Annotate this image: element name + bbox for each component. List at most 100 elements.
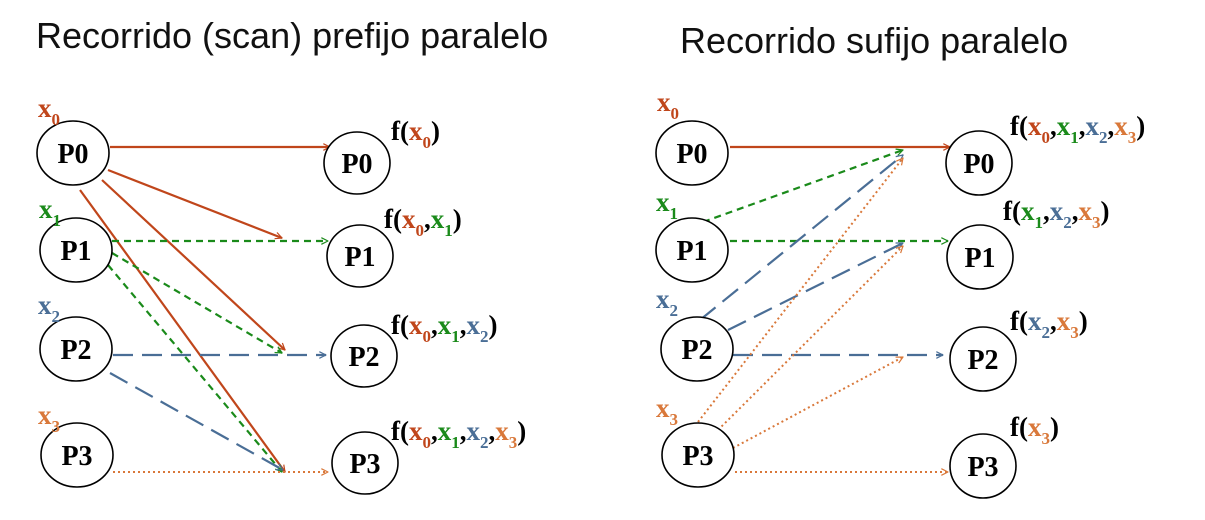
result-var: x (1028, 306, 1042, 336)
node-circle (660, 316, 734, 382)
var-index: 3 (670, 410, 679, 429)
var-name: x (39, 194, 53, 224)
node-label: P1 (964, 243, 995, 274)
result-index: 0 (415, 221, 424, 240)
result-var: x (495, 416, 509, 446)
result-index: 3 (1070, 323, 1079, 342)
node-label: P1 (344, 242, 375, 273)
left-result-p3: f(x0,x1,x2,x3) (391, 416, 526, 452)
result-index: 1 (1070, 128, 1079, 147)
fn-close: ) (1079, 306, 1088, 336)
result-var: x (1114, 111, 1128, 141)
comma: , (460, 416, 467, 446)
left-result-p0: f(x0) (391, 116, 440, 152)
right-input-var-p1: x1 (656, 187, 678, 223)
node-label: P0 (57, 139, 88, 170)
node-circle (323, 131, 391, 195)
right-edge-p3-to-p1 (717, 246, 903, 431)
result-index: 0 (422, 433, 431, 452)
result-index: 0 (422, 133, 431, 152)
left-source-node-p1: P1 (39, 217, 113, 283)
left-source-node-p2: P2 (39, 316, 113, 382)
right-result-p0: f(x0,x1,x2,x3) (1010, 111, 1145, 147)
left-edge-p0-to-p2 (101, 179, 285, 350)
node-label: P0 (676, 139, 707, 170)
var-index: 0 (52, 110, 61, 129)
result-index: 0 (422, 327, 431, 346)
left-edge-p2-to-p3 (109, 372, 283, 471)
right-result-p2: f(x2,x3) (1010, 306, 1088, 342)
right-edge-p2-to-p0 (699, 154, 903, 321)
result-index: 2 (1099, 128, 1108, 147)
result-var: x (1078, 196, 1092, 226)
var-name: x (656, 393, 670, 423)
result-var: x (466, 310, 480, 340)
right-input-var-p2: x2 (656, 284, 678, 320)
left-target-node-p2: P2 (330, 324, 398, 388)
node-circle (949, 433, 1017, 499)
fn-open: f( (1003, 196, 1021, 226)
result-var: x (1050, 196, 1064, 226)
var-index: 1 (670, 204, 679, 223)
comma: , (488, 416, 495, 446)
left-source-node-p0: P0 (36, 120, 110, 186)
result-var: x (1021, 196, 1035, 226)
result-index: 3 (1041, 429, 1050, 448)
result-index: 2 (480, 433, 489, 452)
comma: , (1072, 196, 1079, 226)
left-edge-p0-to-p1 (107, 168, 282, 238)
right-target-node-p1: P1 (946, 224, 1014, 290)
left-result-p2: f(x0,x1,x2) (391, 310, 497, 346)
fn-close: ) (488, 310, 497, 340)
comma: , (460, 310, 467, 340)
result-var: x (1028, 111, 1042, 141)
comma: , (424, 204, 431, 234)
var-name: x (38, 93, 52, 123)
result-index: 1 (1034, 213, 1043, 232)
result-var: x (438, 310, 452, 340)
comma: , (1050, 111, 1057, 141)
right-target-node-p3: P3 (949, 433, 1017, 499)
fn-close: ) (431, 116, 440, 146)
node-label: P3 (349, 449, 380, 480)
right-edge-p3-to-p2 (732, 356, 903, 449)
right-result-p1: f(x1,x2,x3) (1003, 196, 1109, 232)
fn-open: f( (1010, 306, 1028, 336)
var-name: x (38, 290, 52, 320)
node-circle (945, 130, 1013, 196)
left-input-var-p3: x3 (38, 400, 60, 436)
result-var: x (409, 310, 423, 340)
comma: , (431, 310, 438, 340)
right-source-node-p0: P0 (655, 120, 729, 186)
var-name: x (38, 400, 52, 430)
var-name: x (656, 284, 670, 314)
comma: , (1043, 196, 1050, 226)
left-source-node-p3: P3 (40, 422, 114, 488)
result-var: x (466, 416, 480, 446)
fn-open: f( (1010, 111, 1028, 141)
fn-close: ) (453, 204, 462, 234)
left-input-var-p2: x2 (38, 290, 60, 326)
right-input-var-p0: x0 (657, 87, 679, 123)
result-index: 3 (1092, 213, 1101, 232)
node-label: P1 (60, 236, 91, 267)
result-index: 3 (1128, 128, 1137, 147)
right-edge-p1-to-p0 (702, 150, 903, 224)
fn-close: ) (1136, 111, 1145, 141)
right-target-node-p0: P0 (945, 130, 1013, 196)
var-name: x (656, 187, 670, 217)
result-index: 2 (480, 327, 489, 346)
left-target-node-p0: P0 (323, 131, 391, 195)
left-edge-p0-to-p3 (79, 189, 286, 472)
node-label: P1 (676, 236, 707, 267)
left-edge-p1-to-p2 (111, 252, 282, 354)
result-index: 2 (1063, 213, 1072, 232)
fn-open: f( (391, 116, 409, 146)
right-result-p3: f(x3) (1010, 412, 1059, 448)
node-circle (655, 217, 729, 283)
result-var: x (1057, 306, 1071, 336)
node-label: P3 (682, 441, 713, 472)
node-label: P3 (967, 452, 998, 483)
